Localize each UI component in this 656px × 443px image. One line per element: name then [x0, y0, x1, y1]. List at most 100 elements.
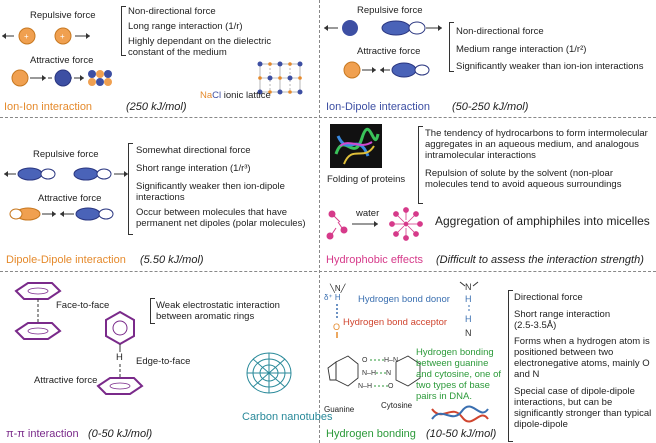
repulsive-label: Repulsive force	[357, 5, 423, 16]
attractive-label: Attractive force	[34, 375, 98, 386]
p6-bullet-2: Short range interaction	[514, 309, 611, 320]
panel-title: Hydrophobic effects	[326, 254, 424, 266]
p4-bullet-2: aggregates in an aqueous medium, and ana…	[425, 139, 639, 150]
svg-text:N–H: N–H	[358, 383, 372, 390]
brace	[508, 290, 513, 442]
energy-text: (5.50 kJ/mol)	[140, 254, 204, 266]
p6-bullet-6: electronegative atoms, mainly O	[514, 358, 650, 369]
face-to-face-rings-icon	[14, 282, 62, 340]
donor-label: Hydrogen bond donor	[358, 294, 450, 305]
p6-bullet-7: and N	[514, 369, 540, 380]
p4-bullet-3: intramolecular interactions	[425, 150, 536, 161]
nacl-caption: NaCl ionic lattice	[200, 90, 271, 101]
na-label: Na	[200, 90, 213, 101]
cytosine-label: Cytosine	[381, 401, 413, 410]
p4-bullet-4: Repulsion of solute by the solvent (non-…	[425, 168, 614, 179]
green-line-4: two types of base	[416, 380, 490, 391]
carbon-nanotube-icon	[246, 352, 292, 394]
guanine-label: Guanine	[324, 405, 355, 414]
p1-bullet-1: Non-directional force	[128, 6, 216, 17]
divider-row1	[0, 117, 656, 118]
p6-bullet-9: interactions, but can be	[514, 397, 613, 408]
p3-bullet-3: Significantly weaker then ion-dipole	[136, 181, 285, 192]
p2-bullet-3: Significantly weaker than ion-ion intera…	[456, 61, 644, 72]
protein-structure-image	[330, 124, 382, 168]
p2-bullet-1: Non-directional force	[456, 26, 544, 37]
nacl-lattice-icon	[257, 61, 303, 95]
brace	[449, 22, 454, 72]
repulsive-label: Repulsive force	[33, 149, 99, 160]
svg-text:N–H: N–H	[362, 370, 376, 377]
svg-text:O: O	[333, 322, 340, 332]
p3-bullet-4: interactions	[136, 192, 185, 203]
p1-bullet-2: Long range interaction (1/r)	[128, 21, 243, 32]
brace	[418, 126, 423, 204]
p6-bullet-11: dipole-dipole	[514, 419, 568, 430]
p1-bullet-3: Highly dependant on the dielectric	[128, 36, 272, 47]
water-label: water	[356, 208, 380, 219]
svg-text:+: +	[60, 32, 65, 41]
svg-text:N: N	[465, 282, 472, 292]
p6-bullet-3: (2.5-3.5Å)	[514, 320, 557, 331]
green-line-5: pairs in DNA.	[416, 391, 472, 402]
folding-caption: Folding of proteins	[327, 174, 406, 185]
nanotubes-caption: Carbon nanotubes	[242, 411, 333, 423]
guanine-cytosine-structure-icon: ON–HN–H H–NNO	[327, 355, 421, 390]
panel-title: Hydrogen bonding	[326, 428, 416, 440]
lattice-label: ionic lattice	[223, 90, 271, 101]
energy-text: (50-250 kJ/mol)	[452, 101, 529, 113]
edge-to-face-label: Edge-to-face	[136, 356, 191, 367]
energy-text: (10-50 kJ/mol)	[426, 428, 497, 440]
title-text: Ion-Ion interaction	[4, 101, 93, 113]
brace	[150, 298, 155, 324]
p3-bullet-6: permanent net dipoles (polar molecules)	[136, 218, 306, 229]
attractive-label: Attractive force	[30, 55, 94, 66]
svg-text:O: O	[362, 357, 368, 364]
edge-to-face-ring-icon	[96, 364, 144, 395]
divider-row2	[0, 271, 656, 272]
delta-h-label: δ⁺ H	[324, 293, 341, 302]
benzene-ring-icon	[105, 310, 135, 352]
energy-text: (250 kJ/mol)	[126, 101, 187, 113]
n-top-label: ╲N╱	[330, 284, 346, 293]
brace	[121, 6, 126, 56]
svg-text:N: N	[386, 370, 391, 377]
panel-title: Ion-Ion interaction	[4, 101, 92, 113]
svg-text:H: H	[465, 314, 472, 324]
svg-text:H–N: H–N	[384, 357, 398, 364]
p3-bullet-5: Occur between molecules that have	[136, 207, 288, 218]
hbond-dashes-icon: O	[333, 304, 340, 338]
p6-bullet-10: significantly stronger than typical	[514, 408, 652, 419]
p2-bullet-2: Medium range interaction (1/r²)	[456, 44, 587, 55]
p6-bullet-1: Directional force	[514, 292, 583, 303]
attractive-dipoles-icon	[9, 207, 114, 221]
green-line-3: and cytosine, one of	[416, 369, 502, 380]
p3-bullet-1: Somewhat directional force	[136, 145, 251, 156]
acceptor-label: Hydrogen bond acceptor	[343, 317, 448, 328]
svg-text:H: H	[465, 294, 472, 304]
p5-bullet-2: between aromatic rings	[156, 311, 255, 322]
svg-text:N: N	[465, 328, 472, 338]
face-to-face-label: Face-to-face	[56, 300, 110, 311]
energy-text: (0-50 kJ/mol)	[88, 428, 153, 440]
attractive-ion-dipole-icon	[343, 61, 430, 79]
energy-text: (Difficult to assess the interaction str…	[436, 254, 644, 266]
p6-bullet-4: Forms when a hydrogen atom is	[514, 336, 650, 347]
p3-bullet-2: Short range interation (1/r³)	[136, 163, 251, 174]
micelle-caption: Aggregation of amphiphiles into micelles	[435, 214, 650, 228]
cl-label: Cl	[212, 90, 222, 101]
p6-bullet-5: positioned between two	[514, 347, 614, 358]
divider-vertical	[319, 0, 320, 443]
p6-bullet-8: Special case of dipole-dipole	[514, 386, 635, 397]
svg-text:O: O	[388, 383, 394, 390]
h-label: H	[116, 352, 123, 363]
green-line-2: between guanine	[416, 358, 489, 369]
repulsive-label: Repulsive force	[30, 10, 96, 21]
attractive-label: Attractive force	[357, 46, 421, 57]
panel-title: Ion-Dipole interaction	[326, 101, 430, 113]
p4-bullet-5: molecules tend to avoid aqueous surround…	[425, 179, 622, 190]
brace	[128, 143, 133, 235]
attractive-ions-icon	[11, 69, 112, 87]
panel-title: Dipole-Dipole interaction	[6, 254, 126, 266]
panel-title: π-π interaction	[6, 428, 79, 440]
